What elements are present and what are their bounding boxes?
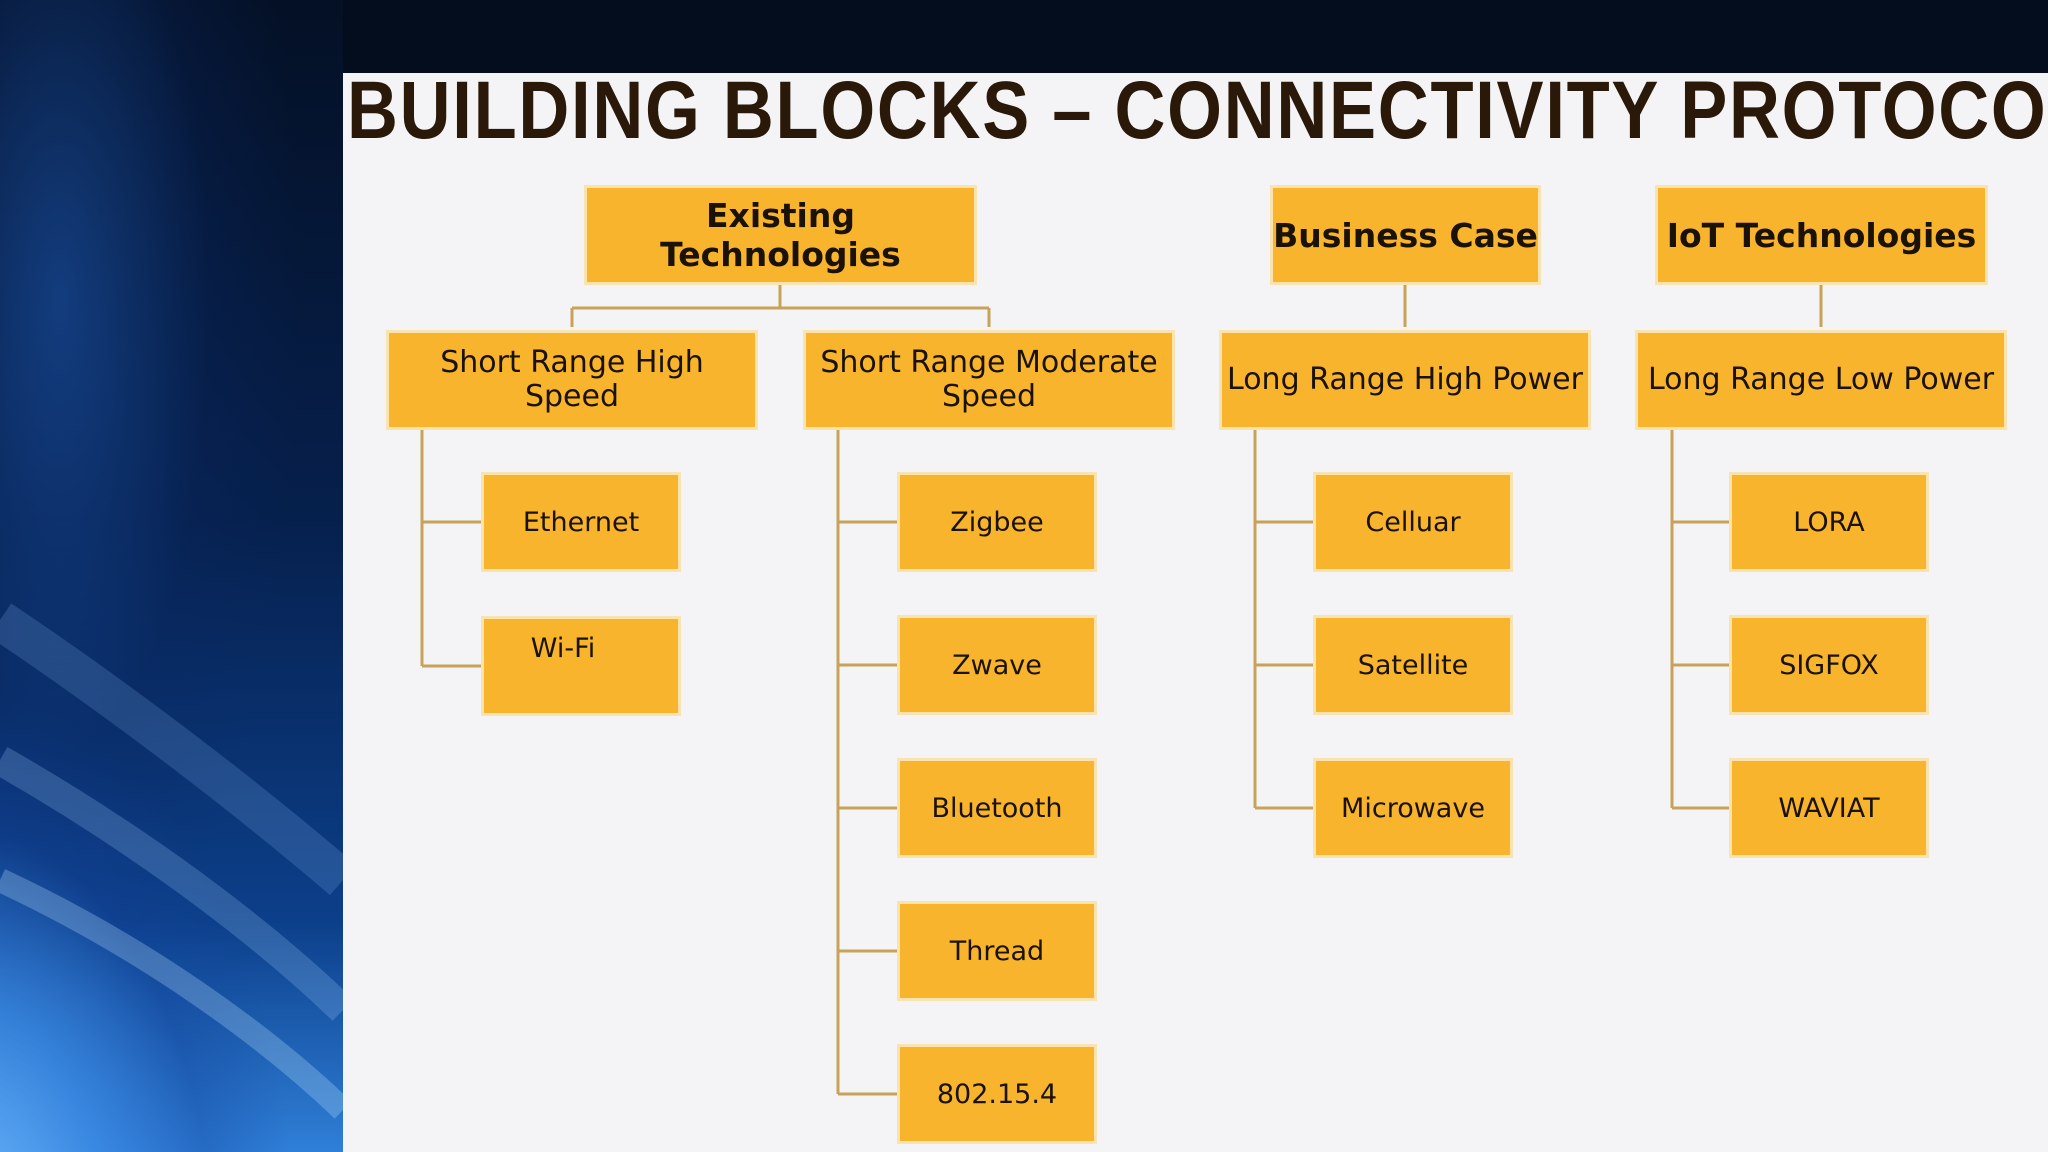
- header-existing-technologies: Existing Technologies: [584, 185, 977, 285]
- connector-branch-2: [836, 430, 898, 1096]
- connector-branch-4: [1670, 430, 1732, 810]
- branch-long-range-low-power: Long Range Low Power: [1635, 330, 2007, 430]
- leaf-wi-fi: Wi-Fi: [481, 616, 681, 716]
- leaf-satellite: Satellite: [1313, 615, 1513, 715]
- connector-branch-3: [1253, 430, 1315, 810]
- branch-short-range-moderate-speed: Short Range Moderate Speed: [803, 330, 1175, 430]
- branch-long-range-high-power: Long Range High Power: [1219, 330, 1591, 430]
- branch-short-range-high-speed: Short Range High Speed: [386, 330, 758, 430]
- leaf-sigfox: SIGFOX: [1729, 615, 1929, 715]
- leaf-microwave: Microwave: [1313, 758, 1513, 858]
- connector-branch-1: [420, 430, 482, 668]
- leaf-zigbee: Zigbee: [897, 472, 1097, 572]
- background-wave-lines: [0, 603, 343, 1119]
- leaf-ethernet: Ethernet: [481, 472, 681, 572]
- leaf-celluar: Celluar: [1313, 472, 1513, 572]
- leaf-lora: LORA: [1729, 472, 1929, 572]
- leaf-thread: Thread: [897, 901, 1097, 1001]
- connector-existing-split: [570, 285, 991, 327]
- header-business-case: Business Case: [1270, 185, 1541, 285]
- leaf-802-15-4: 802.15.4: [897, 1044, 1097, 1144]
- slide-title: BUILDING BLOCKS – CONNECTIVITY PROTOCOL: [347, 65, 2048, 156]
- leaf-bluetooth: Bluetooth: [897, 758, 1097, 858]
- leaf-zwave: Zwave: [897, 615, 1097, 715]
- leaf-waviat: WAVIAT: [1729, 758, 1929, 858]
- background-swoosh: [0, 0, 343, 1152]
- header-iot-technologies: IoT Technologies: [1655, 185, 1988, 285]
